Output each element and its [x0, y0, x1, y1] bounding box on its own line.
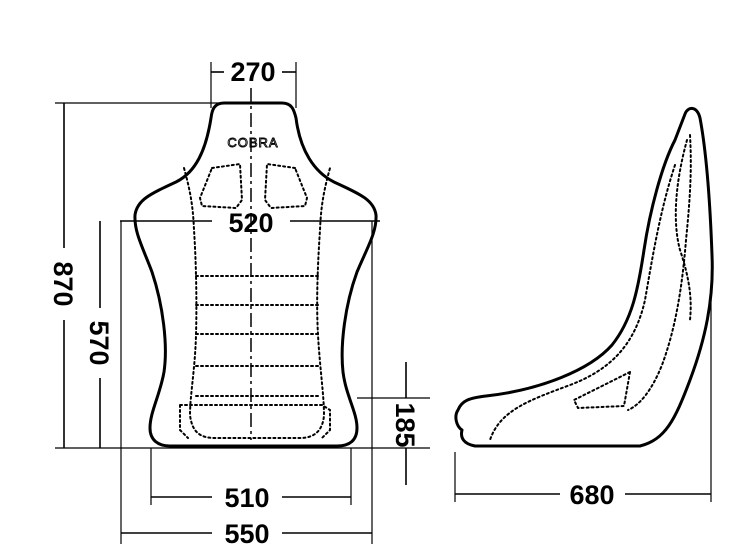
bolster-height-label: 185 — [390, 402, 420, 447]
dimension-headrest-width: 270 — [210, 57, 297, 108]
backrest-height-label: 570 — [84, 320, 114, 365]
base-inner-width-label: 510 — [224, 483, 269, 513]
dimension-depth: 680 — [454, 290, 712, 510]
side-inner-stitching — [489, 164, 676, 441]
dimension-overall-height: 870 — [48, 102, 225, 448]
dimension-base-outer-width: 550 — [120, 221, 373, 549]
dimensions: 270 520 870 570 185 — [48, 57, 712, 549]
side-slot — [572, 370, 632, 410]
dimension-shoulder-width: 520 — [120, 208, 380, 238]
dimension-backrest-height: 570 — [84, 221, 114, 448]
side-seat-outline — [454, 107, 714, 448]
headrest-width-label: 270 — [230, 57, 275, 87]
base-outer-width-label: 550 — [224, 519, 269, 549]
front-seat-outline — [133, 101, 378, 448]
overall-height-label: 870 — [48, 261, 78, 306]
side-view — [454, 107, 714, 448]
side-backrest-stitching — [627, 134, 692, 411]
left-harness-slot — [198, 162, 244, 210]
brand-logo: COBRA — [227, 135, 278, 150]
front-view: COBRA — [133, 88, 378, 448]
depth-label: 680 — [569, 480, 614, 510]
front-panel-stitching — [195, 275, 319, 397]
front-cushion-stitching — [179, 404, 331, 439]
front-outer-stitching — [183, 167, 331, 439]
side-bolster-stitching — [674, 139, 692, 321]
right-harness-slot — [263, 162, 309, 210]
dimension-bolster-height: 185 — [357, 362, 430, 485]
dimension-base-inner-width: 510 — [150, 448, 352, 513]
shoulder-width-label: 520 — [228, 208, 273, 238]
